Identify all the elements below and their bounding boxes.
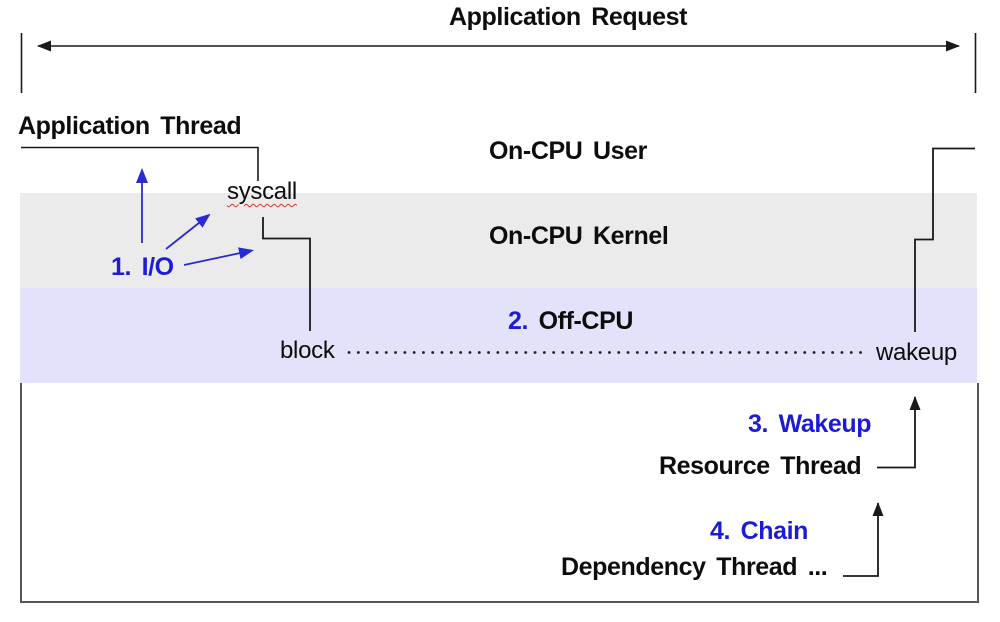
io-arrow-syscall-icon: [165, 213, 211, 250]
on-cpu-user-label: On-CPU User: [489, 137, 647, 165]
off-cpu-band: [20, 288, 977, 383]
outer-box-border: [20, 383, 979, 603]
wakeup-step-label: 3. Wakeup: [748, 410, 872, 438]
syscall-label: syscall: [227, 178, 297, 205]
application-thread-label: Application Thread: [18, 112, 242, 140]
diagram-title: Application Request: [449, 3, 688, 31]
resource-thread-label: Resource Thread: [659, 452, 862, 480]
on-cpu-kernel-label: On-CPU Kernel: [489, 222, 669, 250]
io-step-label: 1. I/O: [111, 253, 174, 281]
off-cpu-label: 2. Off-CPU: [508, 307, 633, 335]
dependency-thread-label: Dependency Thread ...: [561, 553, 828, 581]
syscall-to-block-line: [262, 217, 311, 331]
chain-arrow: [843, 502, 884, 577]
wakeup-resume-line: [914, 147, 975, 332]
io-arrows: [136, 168, 254, 266]
off-cpu-step-text: Off-CPU: [538, 307, 634, 335]
off-cpu-step-number: 2.: [508, 307, 529, 335]
block-label: block: [280, 337, 335, 364]
wakeup-arrow: [877, 396, 921, 469]
wakeup-label: wakeup: [876, 339, 957, 366]
application-request-arrow: [20, 33, 977, 93]
io-arrow-block-icon: [183, 247, 254, 266]
chain-step-label: 4. Chain: [710, 517, 809, 545]
application-thread-line: [21, 146, 259, 181]
on-cpu-kernel-band: [20, 193, 977, 288]
